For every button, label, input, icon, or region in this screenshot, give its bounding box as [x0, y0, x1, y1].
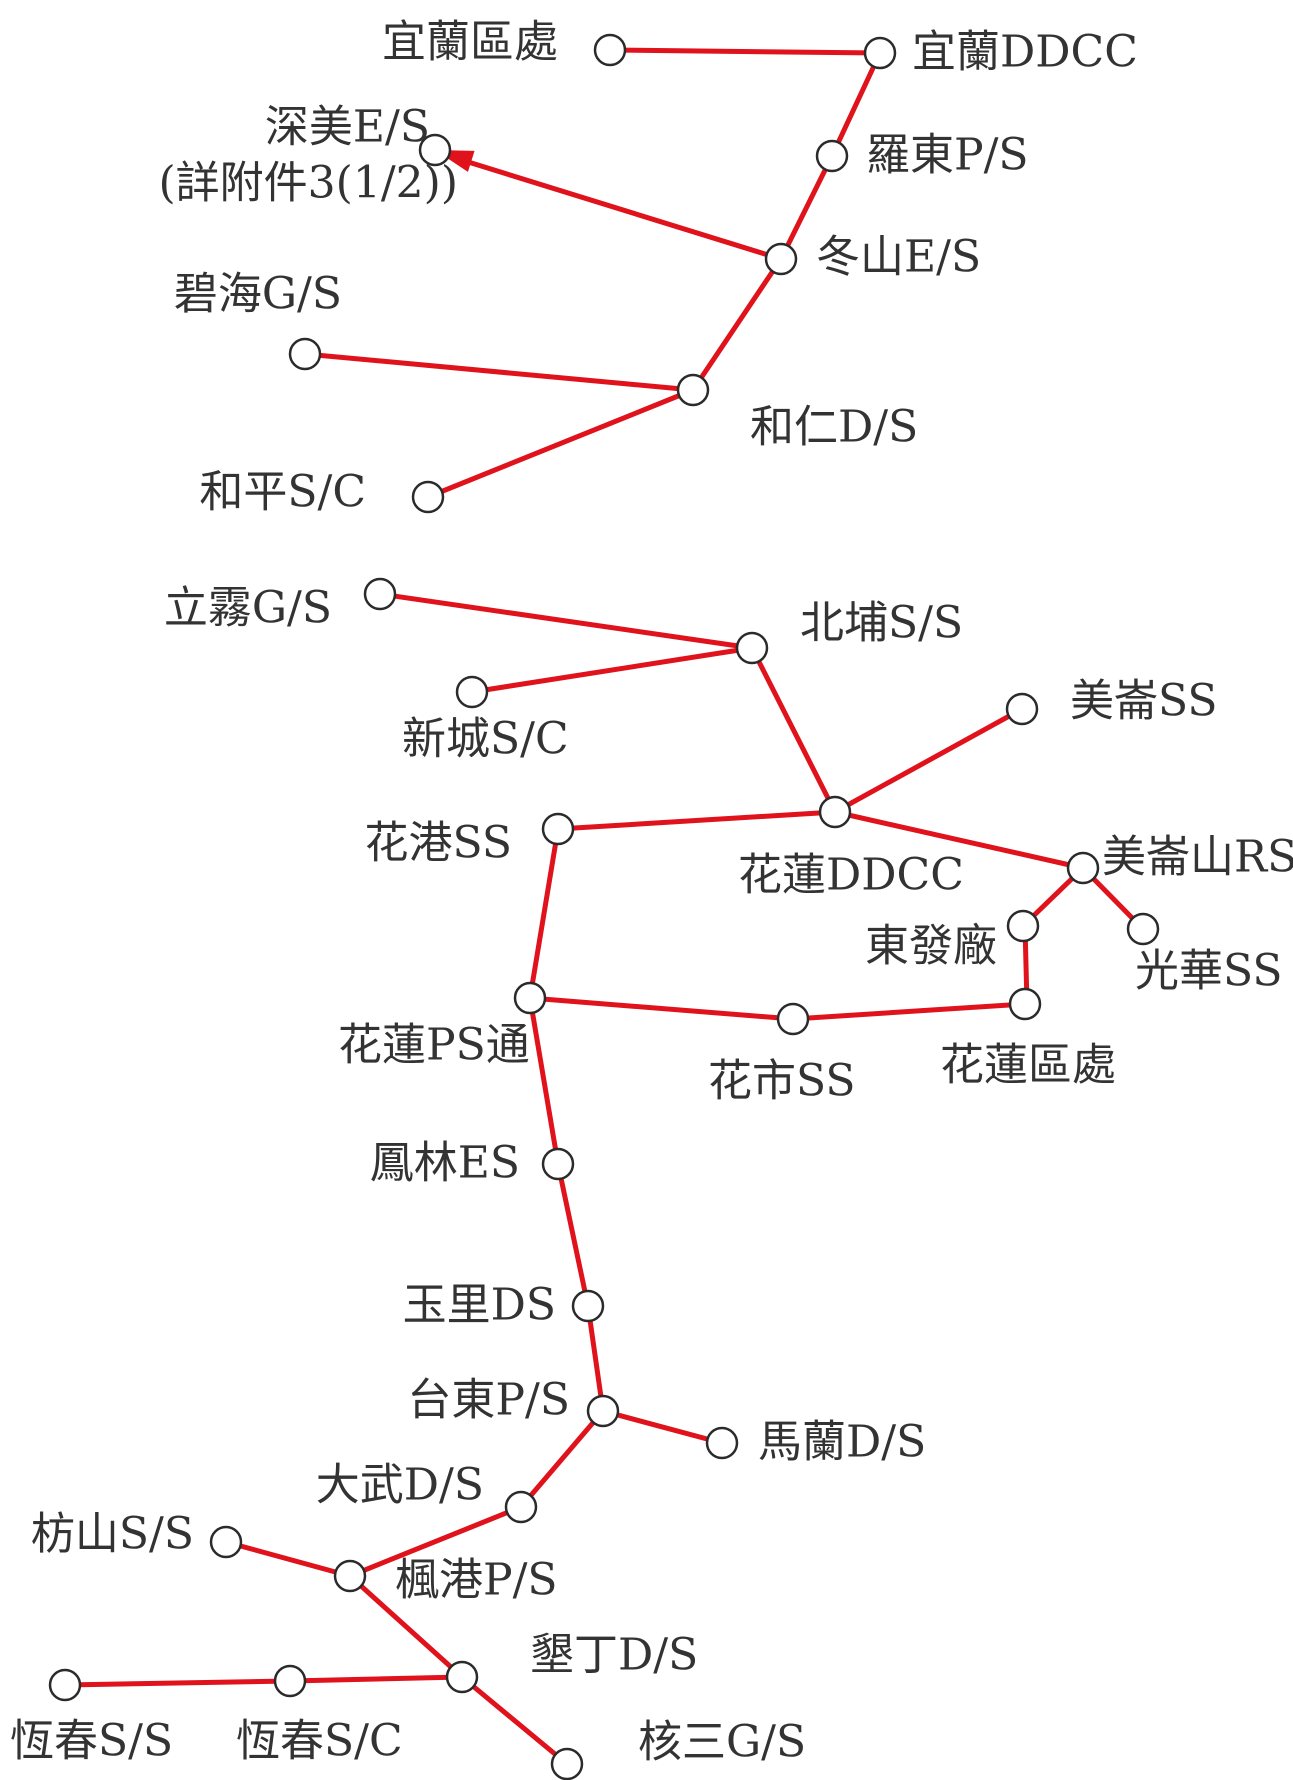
- kenting-ds-label: 墾丁D/S: [530, 1630, 698, 1681]
- yilan-ddcc-node: [863, 36, 897, 70]
- kenting-ds-node: [445, 1660, 479, 1694]
- guanghua-ss-node: [1126, 912, 1160, 946]
- node-markers: [48, 33, 1160, 1780]
- link-taitung-ps-to-dawu-ds: [518, 1408, 606, 1510]
- huagang-ss-label: 花港SS: [364, 818, 512, 869]
- link-dongshan-es-to-shenmei-es: [462, 158, 784, 262]
- link-hualien-ps-to-fenglin-es: [527, 995, 561, 1167]
- heping-sc-label: 和平S/C: [199, 467, 366, 518]
- yilan-district-node: [593, 33, 627, 67]
- yuli-ds-node: [571, 1289, 605, 1323]
- huagang-ss-node: [541, 812, 575, 846]
- link-huashi-ss-to-hualien-district: [790, 1001, 1028, 1022]
- hualien-ps-label: 花蓮PS通: [338, 1020, 530, 1071]
- shenmei-es-node: [418, 133, 452, 167]
- link-fangshan-ss-to-fenggang-ps: [223, 1539, 353, 1579]
- malan-ds-node: [705, 1426, 739, 1460]
- meilunshan-rs-node: [1066, 851, 1100, 885]
- liwu-gs-label: 立霧G/S: [164, 583, 332, 634]
- huashi-ss-label: 花市SS: [708, 1056, 856, 1107]
- taitung-ps-node: [586, 1394, 620, 1428]
- liwu-gs-node: [363, 577, 397, 611]
- link-dongshan-es-to-heren-ds: [690, 256, 784, 393]
- nuclear3-gs-label: 核三G/S: [638, 1717, 806, 1768]
- guanghua-ss-label: 光華SS: [1135, 946, 1283, 997]
- dongfa-factory-label: 東發廠: [865, 921, 997, 972]
- link-heping-sc-to-heren-ds: [425, 387, 696, 500]
- yuli-ds-label: 玉里DS: [403, 1280, 556, 1331]
- link-fenglin-es-to-yuli-ds: [555, 1161, 591, 1309]
- taitung-ps-label: 台東P/S: [407, 1375, 570, 1426]
- fenglin-es-label: 鳳林ES: [370, 1138, 520, 1189]
- bihai-gs-node: [288, 337, 322, 371]
- fangshan-ss-label: 枋山S/S: [31, 1509, 194, 1560]
- yilan-ddcc-label: 宜蘭DDCC: [912, 27, 1138, 78]
- link-kenting-ds-to-nuclear3-gs: [459, 1674, 570, 1767]
- fenggang-ps-node: [333, 1559, 367, 1593]
- meilun-ss-label: 美崙SS: [1070, 676, 1218, 727]
- link-huagang-ss-to-hualien-ddcc: [555, 809, 838, 832]
- heren-ds-label: 和仁D/S: [750, 402, 918, 453]
- hualien-ddcc-node: [818, 795, 852, 829]
- link-luodong-ps-to-dongshan-es: [778, 153, 835, 262]
- fangshan-ss-node: [209, 1525, 243, 1559]
- link-hualien-ddcc-to-meilunshan-rs: [832, 809, 1086, 871]
- fenglin-es-node: [541, 1147, 575, 1181]
- link-liwu-gs-to-beipu-ss: [377, 591, 755, 651]
- xincheng-sc-label: 新城S/C: [402, 714, 569, 765]
- shenmei-note-label: (詳附件3(1/2)): [159, 158, 458, 209]
- node-labels: 宜蘭區處 宜蘭DDCC 羅東P/S 冬山E/S 深美E/S(詳附件3(1/2)) 碧海G/…: [10, 17, 1293, 1768]
- link-hengchun-sc-to-kenting-ds: [287, 1674, 465, 1684]
- hualien-ps-node: [513, 981, 547, 1015]
- link-taitung-ps-to-malan-ds: [600, 1408, 725, 1446]
- nuclear3-gs-node: [550, 1747, 584, 1780]
- huashi-ss-node: [776, 1002, 810, 1036]
- hengchun-sc-node: [273, 1664, 307, 1698]
- link-beipu-ss-to-hualien-ddcc: [749, 645, 838, 815]
- beipu-ss-node: [735, 631, 769, 665]
- dongshan-es-node: [764, 242, 798, 276]
- fenggang-ps-label: 楓港P/S: [395, 1555, 558, 1606]
- link-hengchun-ss-to-hengchun-sc: [62, 1678, 293, 1688]
- link-yuli-ds-to-taitung-ps: [585, 1303, 606, 1414]
- link-huagang-ss-to-hualien-ps: [527, 826, 561, 1001]
- link-yilan-ddcc-to-luodong-ps: [829, 50, 883, 159]
- hengchun-ss-node: [48, 1668, 82, 1702]
- link-dawu-ds-to-fenggang-ps: [347, 1504, 524, 1579]
- luodong-ps-label: 羅東P/S: [866, 130, 1029, 181]
- bihai-gs-label: 碧海G/S: [174, 269, 342, 320]
- link-fenggang-ps-to-kenting-ds: [347, 1573, 465, 1680]
- link-bihai-gs-to-heren-ds: [302, 351, 696, 393]
- hualien-district-node: [1008, 987, 1042, 1021]
- shenmei-es-label: 深美E/S: [265, 102, 430, 153]
- link-hualien-ps-to-huashi-ss: [527, 995, 796, 1022]
- hengchun-ss-label: 恆春S/S: [10, 1716, 173, 1767]
- link-yilan-district-to-yilan-ddcc: [607, 47, 883, 56]
- dongshan-es-label: 冬山E/S: [816, 232, 981, 283]
- link-xincheng-sc-to-beipu-ss: [469, 645, 755, 695]
- xincheng-sc-node: [455, 675, 489, 709]
- hualien-district-label: 花蓮區處: [940, 1040, 1116, 1091]
- malan-ds-label: 馬蘭D/S: [758, 1417, 926, 1468]
- hualien-ddcc-label: 花蓮DDCC: [738, 850, 964, 901]
- link-hualien-ddcc-to-meilun-ss: [832, 706, 1025, 815]
- dongfa-factory-node: [1006, 909, 1040, 943]
- heping-sc-node: [411, 480, 445, 514]
- beipu-ss-label: 北埔S/S: [800, 598, 963, 649]
- yilan-district-label: 宜蘭區處: [382, 17, 558, 68]
- dawu-ds-node: [504, 1490, 538, 1524]
- meilunshan-rs-label: 美崙山RS: [1102, 832, 1293, 883]
- hengchun-sc-label: 恆春S/C: [236, 1716, 403, 1767]
- heren-ds-node: [676, 373, 710, 407]
- dawu-ds-label: 大武D/S: [316, 1460, 484, 1511]
- meilun-ss-node: [1005, 692, 1039, 726]
- luodong-ps-node: [815, 139, 849, 173]
